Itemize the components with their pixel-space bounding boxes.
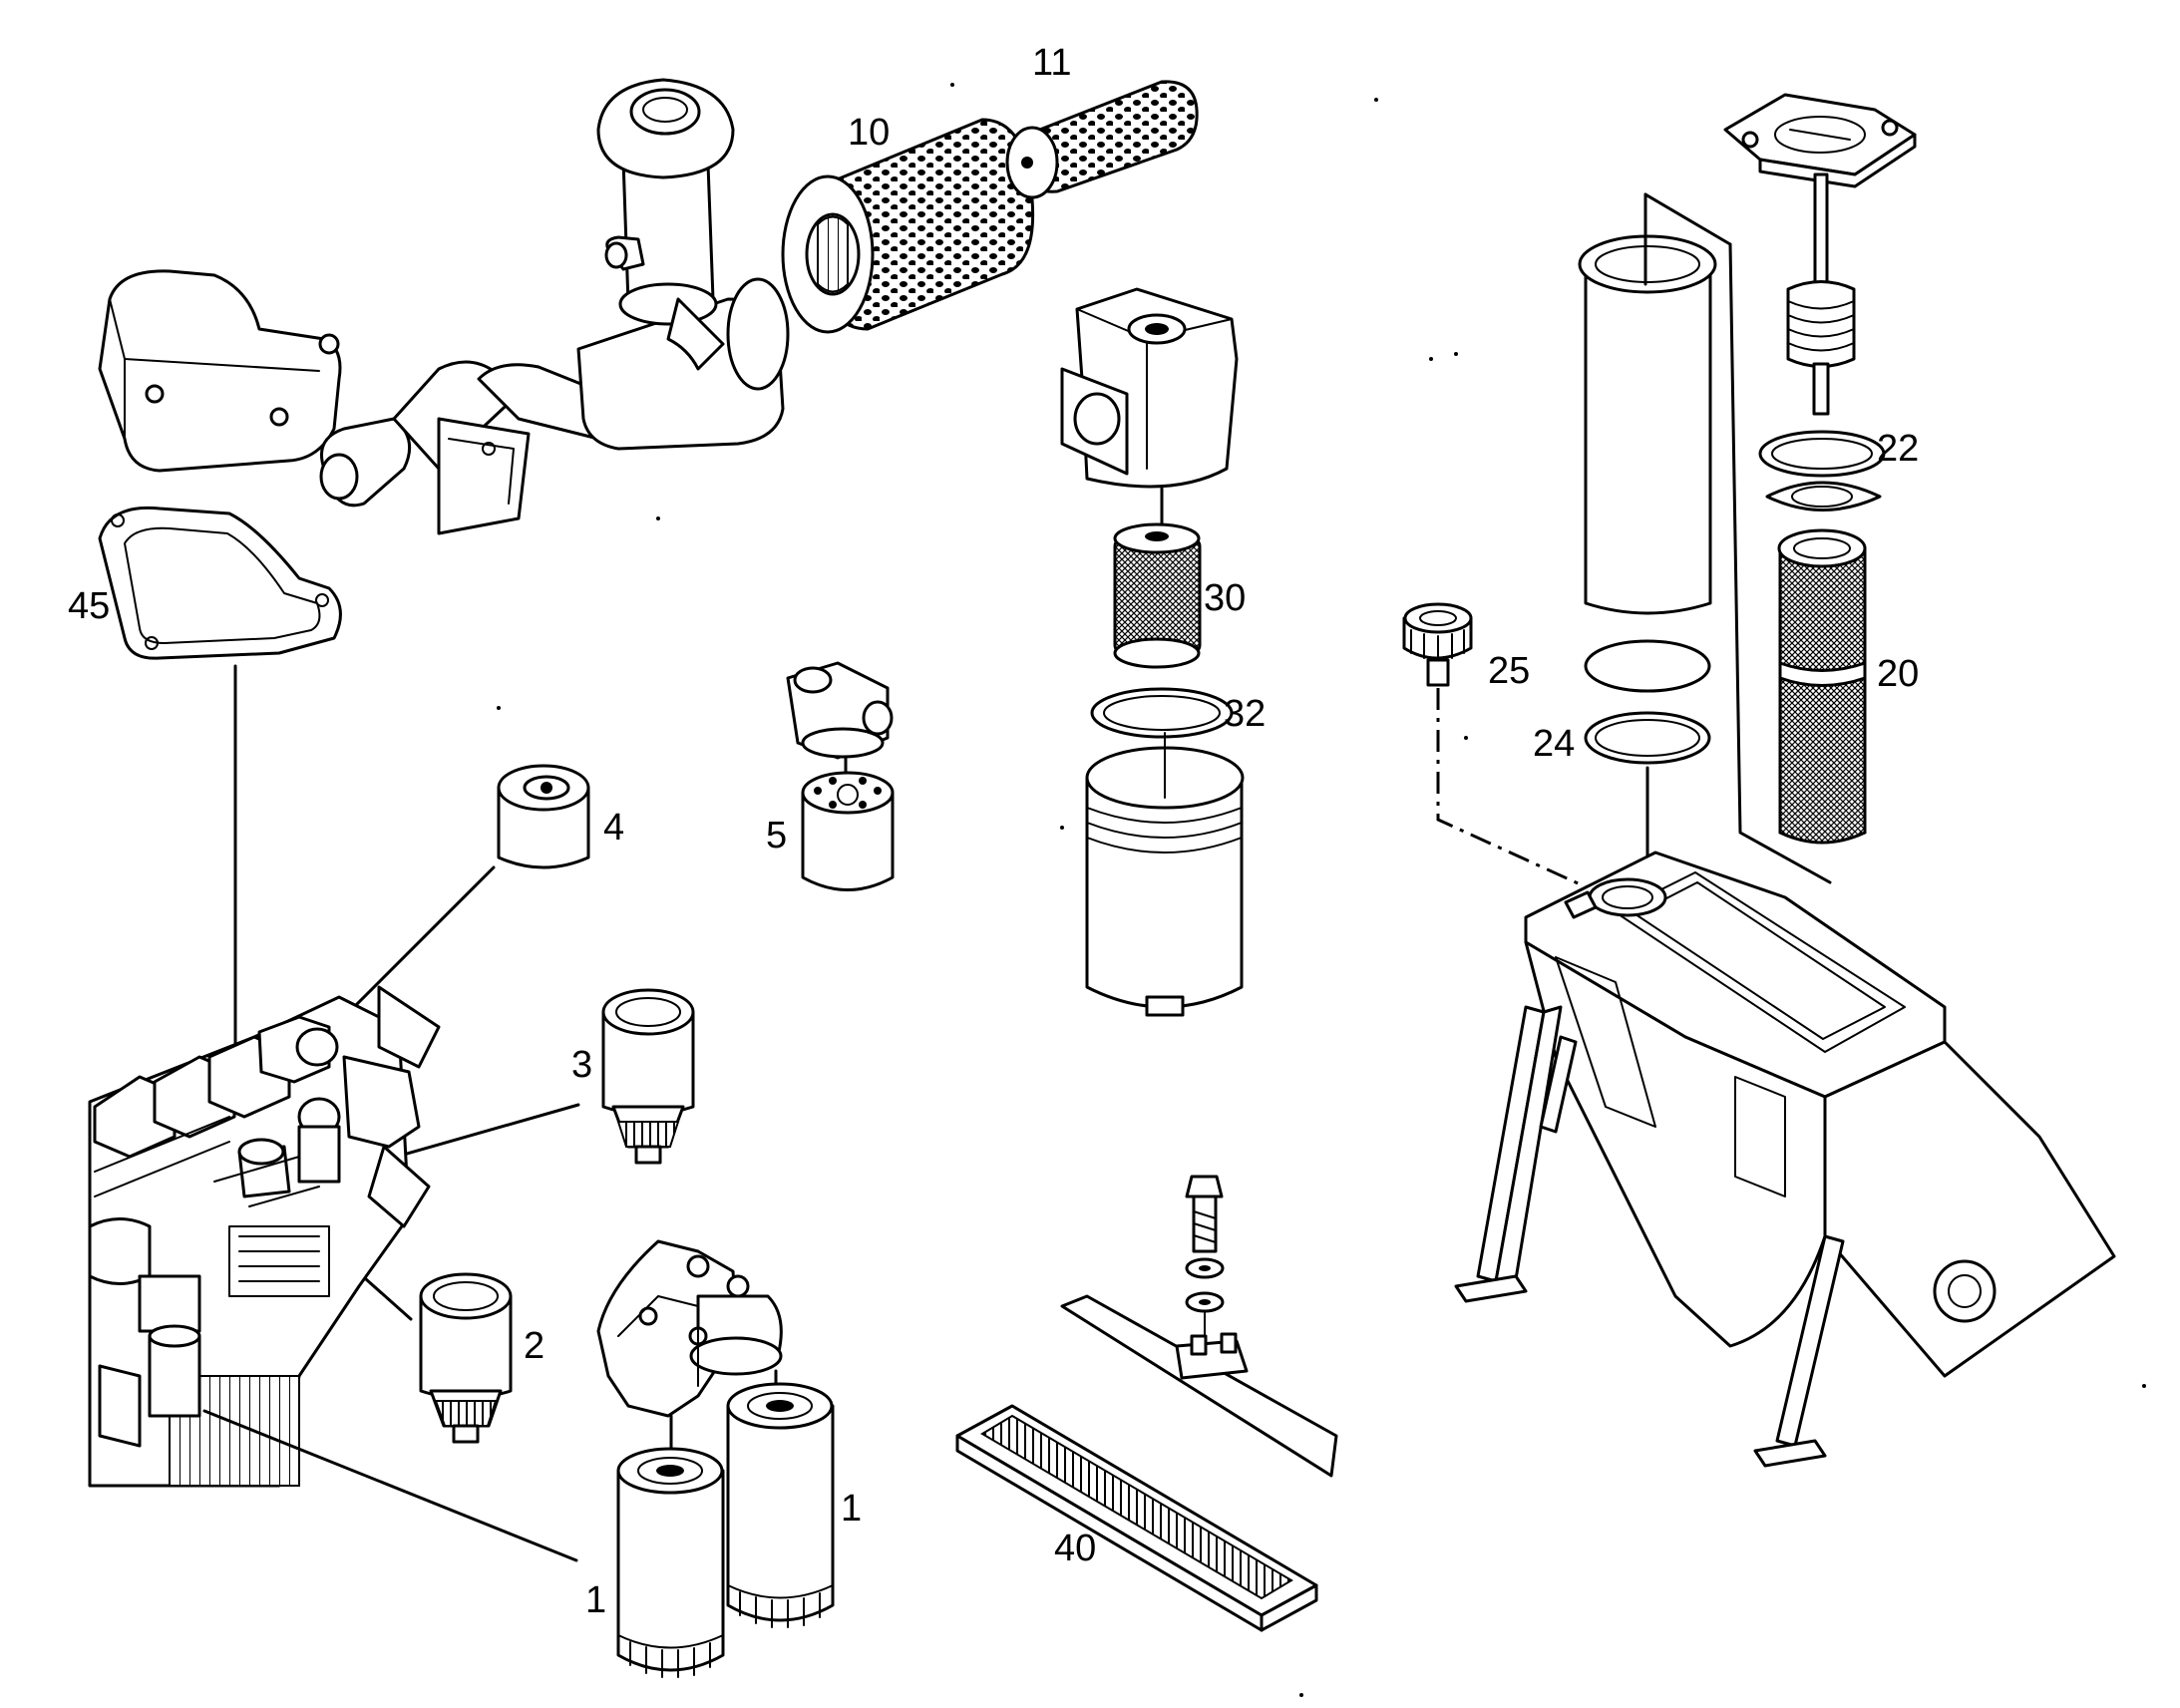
label-45: 45	[68, 585, 110, 627]
leader-25	[1436, 688, 1599, 894]
tank-stand	[1454, 1005, 1845, 1468]
label-25: 25	[1488, 650, 1530, 692]
oil-filter-head	[596, 1239, 783, 1418]
cabin-filter-40	[955, 1404, 1318, 1632]
label-24: 24	[1533, 723, 1575, 765]
label-30: 30	[1204, 577, 1246, 619]
label-3: 3	[571, 1044, 592, 1086]
filter-element-30	[1113, 487, 1202, 669]
label-32: 32	[1224, 693, 1266, 735]
fuel-filter-2	[419, 1272, 513, 1444]
air-intake-assembly	[319, 78, 790, 535]
breather-25	[1402, 602, 1473, 687]
label-4: 4	[603, 807, 624, 849]
tank-cap	[1723, 93, 1917, 416]
label-5: 5	[766, 815, 787, 856]
filter-cartridge-5	[801, 756, 895, 891]
leader-1a	[202, 1409, 578, 1562]
label-10: 10	[848, 112, 890, 154]
scan-specks	[497, 83, 2146, 1697]
valve-cover	[98, 269, 342, 473]
o-ring-24	[1584, 711, 1711, 765]
air-filter-element-11	[1005, 80, 1199, 199]
air-filter-element-10	[781, 118, 1035, 334]
return-filter-20	[1777, 528, 1867, 845]
bolt-and-washers	[1185, 1175, 1225, 1347]
label-1b: 1	[841, 1488, 862, 1530]
o-ring-plain	[1584, 639, 1711, 693]
label-11: 11	[1032, 42, 1071, 84]
label-20: 20	[1877, 653, 1919, 695]
filter-bowl	[1085, 732, 1245, 1017]
label-40: 40	[1054, 1528, 1096, 1569]
oil-filter-1b	[726, 1369, 835, 1628]
strainer-tube	[1578, 192, 1732, 615]
o-ring-32	[1090, 687, 1234, 739]
label-1a: 1	[585, 1579, 606, 1621]
gasket-45	[98, 506, 342, 660]
label-22: 22	[1877, 428, 1919, 470]
filter-4	[497, 764, 590, 869]
seal-22	[1758, 430, 1886, 512]
filter-head-small	[786, 661, 894, 760]
filter-retainer	[1060, 1294, 1338, 1478]
filter-head	[1060, 287, 1239, 489]
label-2: 2	[524, 1325, 545, 1367]
leader-20	[1728, 242, 1832, 884]
fuel-filter-3	[601, 988, 695, 1165]
oil-filter-1a	[616, 1414, 725, 1678]
engine-block	[88, 985, 441, 1488]
hydraulic-tank	[1524, 851, 2116, 1378]
